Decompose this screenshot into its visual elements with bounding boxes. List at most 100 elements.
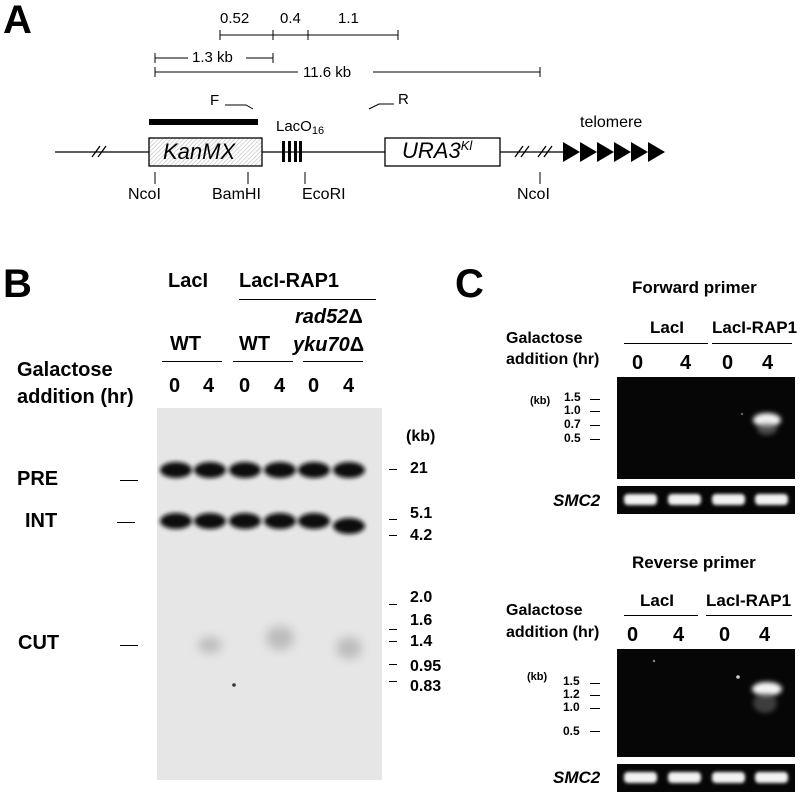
- band-cut-row: [198, 626, 362, 659]
- marker-label: 0.5: [563, 724, 580, 738]
- band-cut: [266, 626, 294, 650]
- group-lacirap1-label: LacI-RAP1: [239, 270, 340, 292]
- band-int: [333, 518, 365, 534]
- group-underline: [712, 343, 792, 344]
- pcr-smear: [753, 693, 777, 713]
- time-label: 0: [239, 375, 251, 397]
- ura3-label: URA3Kl: [402, 138, 473, 163]
- marker-label: 1.4: [410, 633, 433, 650]
- band-int: [298, 513, 330, 529]
- telomere-arrowheads: [563, 142, 665, 162]
- band-pointer: [120, 480, 138, 481]
- genotype-rad52-label: rad52Δ: [295, 306, 363, 328]
- kanmx-box: [148, 137, 263, 167]
- time-label: 0: [632, 352, 644, 374]
- band-pre: [298, 462, 330, 478]
- group-underline: [624, 343, 708, 344]
- group-underline: [239, 299, 376, 300]
- gel-reverse: [617, 649, 795, 757]
- pcr-band: [753, 413, 781, 427]
- marker-tick: [590, 731, 600, 732]
- reverse-primer-title: Reverse primer: [632, 553, 756, 572]
- forward-primer-title: Forward primer: [632, 278, 757, 297]
- time-label: 4: [762, 352, 774, 374]
- marker-tick: [389, 519, 397, 520]
- time-label: 0: [719, 624, 731, 646]
- band-pre: [229, 462, 261, 478]
- kb-title-reverse: (kb): [527, 671, 548, 683]
- time-label: 0: [169, 375, 181, 397]
- marker-label: 1.6: [410, 612, 433, 629]
- blot-speck: [232, 683, 236, 687]
- genotype-wt-laci: WT: [170, 333, 202, 355]
- time-label: 0: [722, 352, 734, 374]
- band-cut: [336, 637, 362, 659]
- band-int: [264, 513, 296, 529]
- laco-array: [282, 141, 302, 162]
- group-underline: [624, 615, 698, 616]
- addition-label-forward: addition (hr): [506, 351, 600, 368]
- marker-label: 1.0: [564, 403, 581, 417]
- band-label-pre: PRE: [17, 468, 59, 490]
- smc2-band: [712, 772, 745, 783]
- telomere-label: telomere: [580, 114, 643, 131]
- smc2-band: [624, 772, 657, 783]
- marker-tick: [389, 469, 397, 470]
- band-pointer: [117, 522, 135, 523]
- smc2-band: [712, 494, 745, 505]
- smc2-gel-forward: [617, 486, 795, 514]
- segment-label: 1.1: [338, 10, 359, 27]
- gel-speck: [736, 675, 740, 679]
- marker-tick: [389, 535, 397, 536]
- gel-forward: [617, 377, 795, 479]
- gel-speck: [740, 412, 744, 416]
- time-label: 0: [627, 624, 639, 646]
- site-ticks: [154, 172, 541, 184]
- primer-r-arrow: [368, 103, 394, 110]
- distance-scale: [154, 30, 541, 77]
- marker-label: 2.0: [410, 589, 433, 606]
- band-pre: [160, 462, 192, 478]
- band-pre: [333, 462, 365, 478]
- marker-tick: [389, 681, 397, 682]
- site-label: BamHI: [212, 186, 261, 203]
- smc2-band: [624, 494, 657, 505]
- chromosome-line: [55, 145, 570, 158]
- smc2-label-reverse: SMC2: [553, 768, 601, 787]
- galactose-label-forward: Galactose: [506, 330, 583, 347]
- site-label: EcoRI: [302, 186, 346, 203]
- smc2-band: [755, 494, 788, 505]
- time-label: 4: [673, 624, 685, 646]
- smc2-label-forward: SMC2: [553, 491, 601, 510]
- group-laci-label: LacI: [168, 270, 209, 292]
- ura3-box: [384, 137, 501, 167]
- band-cut: [198, 637, 222, 653]
- smc2-band: [668, 494, 701, 505]
- time-label: 4: [274, 375, 286, 397]
- site-label: NcoI: [128, 186, 161, 203]
- marker-tick: [590, 695, 600, 696]
- marker-label: 1.5: [563, 674, 580, 688]
- marker-label: 5.1: [410, 505, 433, 522]
- smc2-gel-reverse: [617, 764, 795, 792]
- band-int-row: [160, 513, 365, 534]
- band-label-int: INT: [25, 510, 58, 532]
- smc2-band: [668, 772, 701, 783]
- marker-label: 0.83: [410, 678, 442, 695]
- band-pre: [264, 462, 296, 478]
- marker-label: 1.0: [563, 700, 580, 714]
- band-int: [194, 513, 226, 529]
- marker-tick: [590, 683, 600, 684]
- kb-title-forward: (kb): [530, 395, 551, 407]
- construct-diagram: [55, 30, 665, 184]
- genotype-underline: [233, 361, 293, 362]
- site-label: NcoI: [517, 186, 550, 203]
- panel-b-letter: B: [3, 262, 32, 306]
- genotype-underline: [162, 361, 222, 362]
- group-underline: [706, 615, 792, 616]
- galactose-label: Galactose: [17, 359, 113, 381]
- marker-tick: [590, 439, 600, 440]
- genotype-wt-rap1: WT: [239, 333, 271, 355]
- band-pre-row: [160, 462, 365, 478]
- kb-title: (kb): [406, 428, 436, 445]
